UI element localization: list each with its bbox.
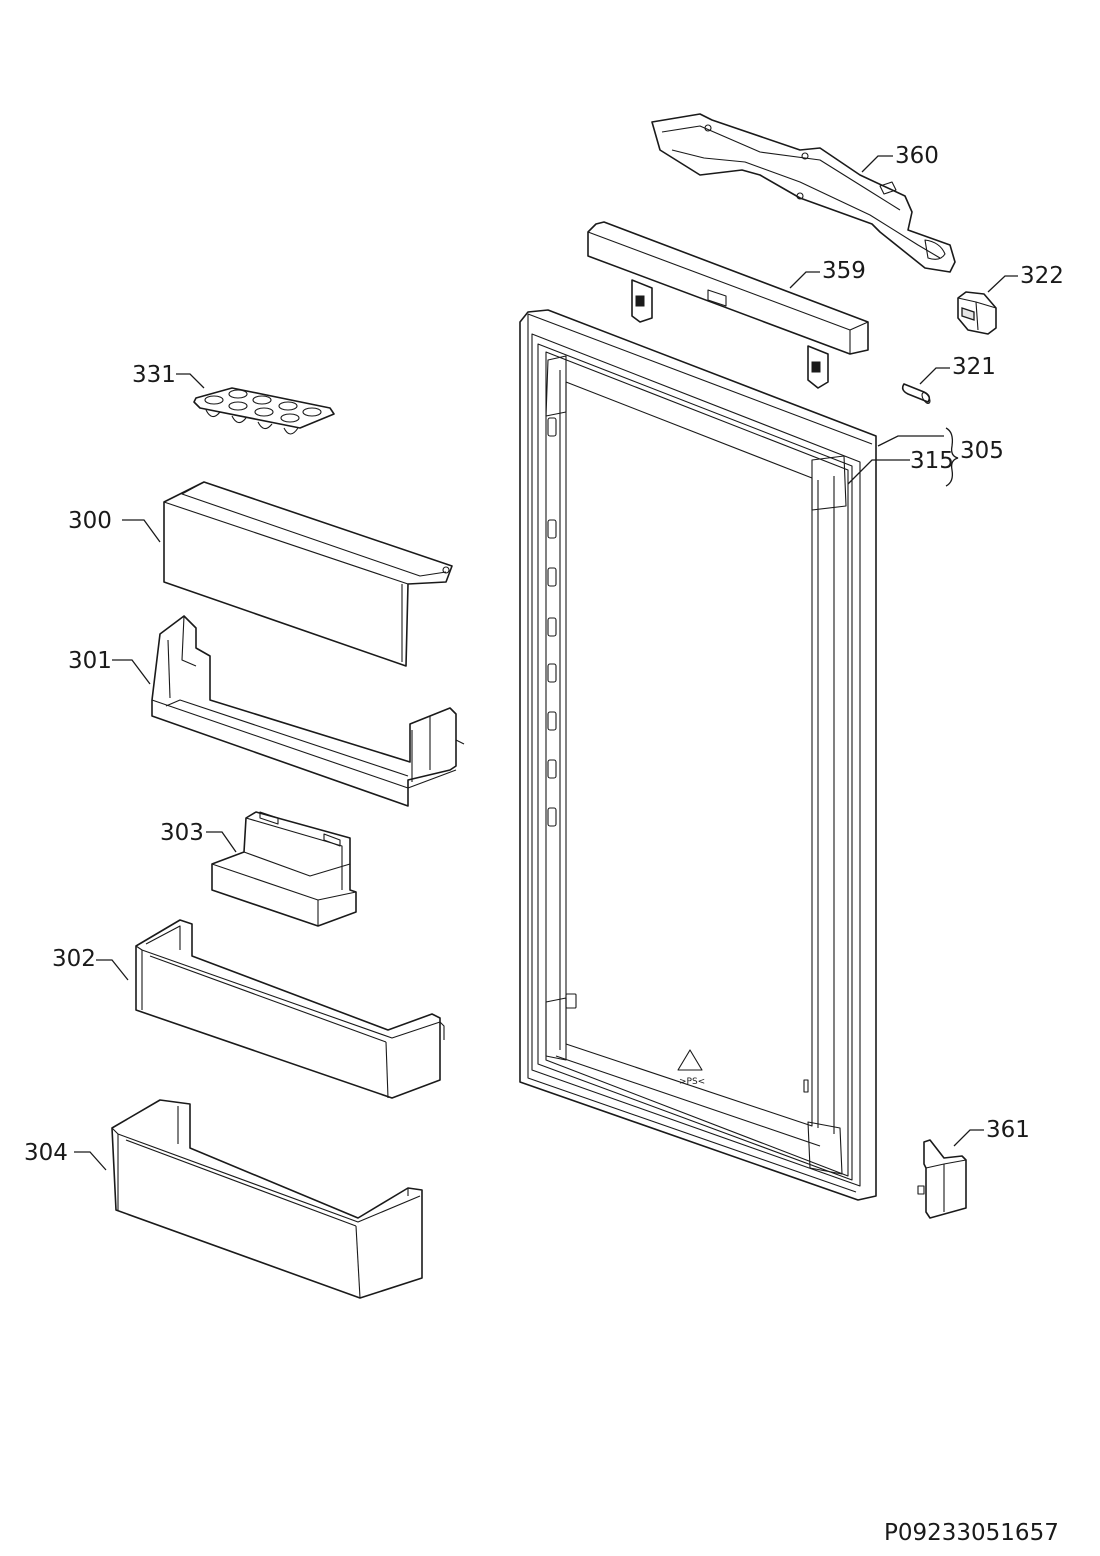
part-331-egg-tray — [193, 387, 335, 435]
label-360: 360 — [895, 143, 939, 169]
callout-303: 303 — [160, 820, 237, 853]
drawing-code: P09233051657 — [884, 1520, 1059, 1546]
part-359-hinge-cover — [587, 221, 869, 389]
label-304: 304 — [24, 1140, 68, 1166]
label-300: 300 — [68, 508, 112, 534]
part-322-hinge-bushing — [957, 291, 997, 335]
callout-300: 300 — [68, 508, 161, 543]
label-315: 315 — [910, 448, 954, 474]
part-301-dairy-compartment — [151, 615, 465, 807]
callout-322: 322 — [987, 263, 1064, 293]
callout-301: 301 — [68, 648, 151, 685]
part-321-hinge-pin — [901, 383, 931, 404]
callout-305-315: 305 315 — [847, 427, 1004, 487]
callout-361: 361 — [953, 1117, 1030, 1147]
label-303: 303 — [160, 820, 204, 846]
label-301: 301 — [68, 648, 112, 674]
label-305: 305 — [960, 438, 1004, 464]
label-359: 359 — [822, 258, 866, 284]
callout-304: 304 — [24, 1140, 107, 1171]
label-322: 322 — [1020, 263, 1064, 289]
callout-302: 302 — [52, 946, 129, 981]
callout-359: 359 — [789, 258, 866, 289]
part-304-door-shelf — [111, 1099, 423, 1299]
part-361-hinge-cover — [917, 1139, 967, 1219]
label-302: 302 — [52, 946, 96, 972]
callout-331: 331 — [132, 362, 205, 389]
part-302-door-shelf — [135, 919, 445, 1099]
label-331: 331 — [132, 362, 176, 388]
callout-321: 321 — [919, 354, 996, 385]
callout-360: 360 — [861, 143, 939, 173]
label-361: 361 — [986, 1117, 1030, 1143]
part-303-small-shelf — [211, 811, 357, 927]
part-305-door-assembly: >PS< — [519, 309, 877, 1201]
label-321: 321 — [952, 354, 996, 380]
part-300-dairy-lid — [163, 481, 453, 667]
part-360-hinge-bracket — [651, 113, 956, 273]
recycling-mark: >PS< — [679, 1077, 705, 1087]
